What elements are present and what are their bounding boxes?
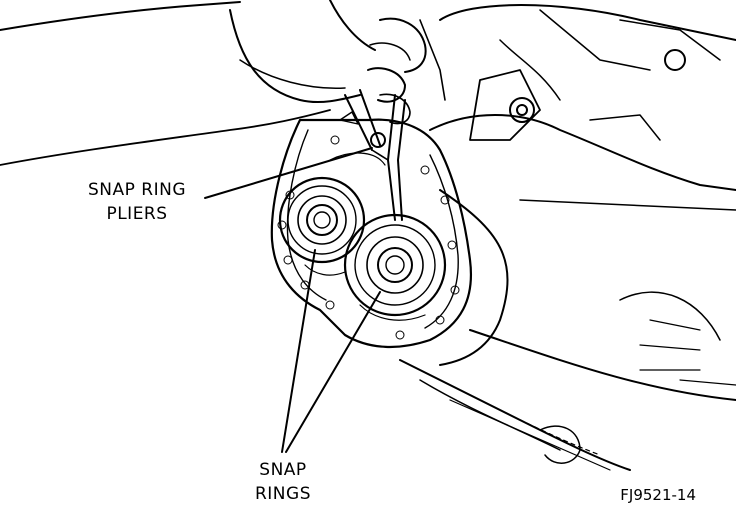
snap-ring-pliers-label-line2: PLIERS [106,204,168,224]
snap-ring-pliers-label-line1: SNAP RING [87,180,186,200]
transmission-case [399,4,736,471]
snap-rings-label-line2: RINGS [254,484,311,504]
snap-rings-label: SNAP RINGS [228,458,338,506]
pump-cover-plate [270,118,472,348]
pliers-leader [204,147,373,199]
upper-ring-leader [281,249,316,453]
figure-id: FJ9521-14 [620,486,696,504]
lower-ring-leader [285,291,381,453]
snap-ring-pliers [339,89,406,221]
callout-leaders [204,147,381,453]
lower-bore-snap-ring [343,213,447,321]
hand-holding-pliers [0,0,446,166]
snap-ring-pliers-label: SNAP RING PLIERS [62,178,212,226]
upper-bore-snap-ring [278,176,366,276]
snap-rings-label-line1: SNAP [259,460,307,480]
